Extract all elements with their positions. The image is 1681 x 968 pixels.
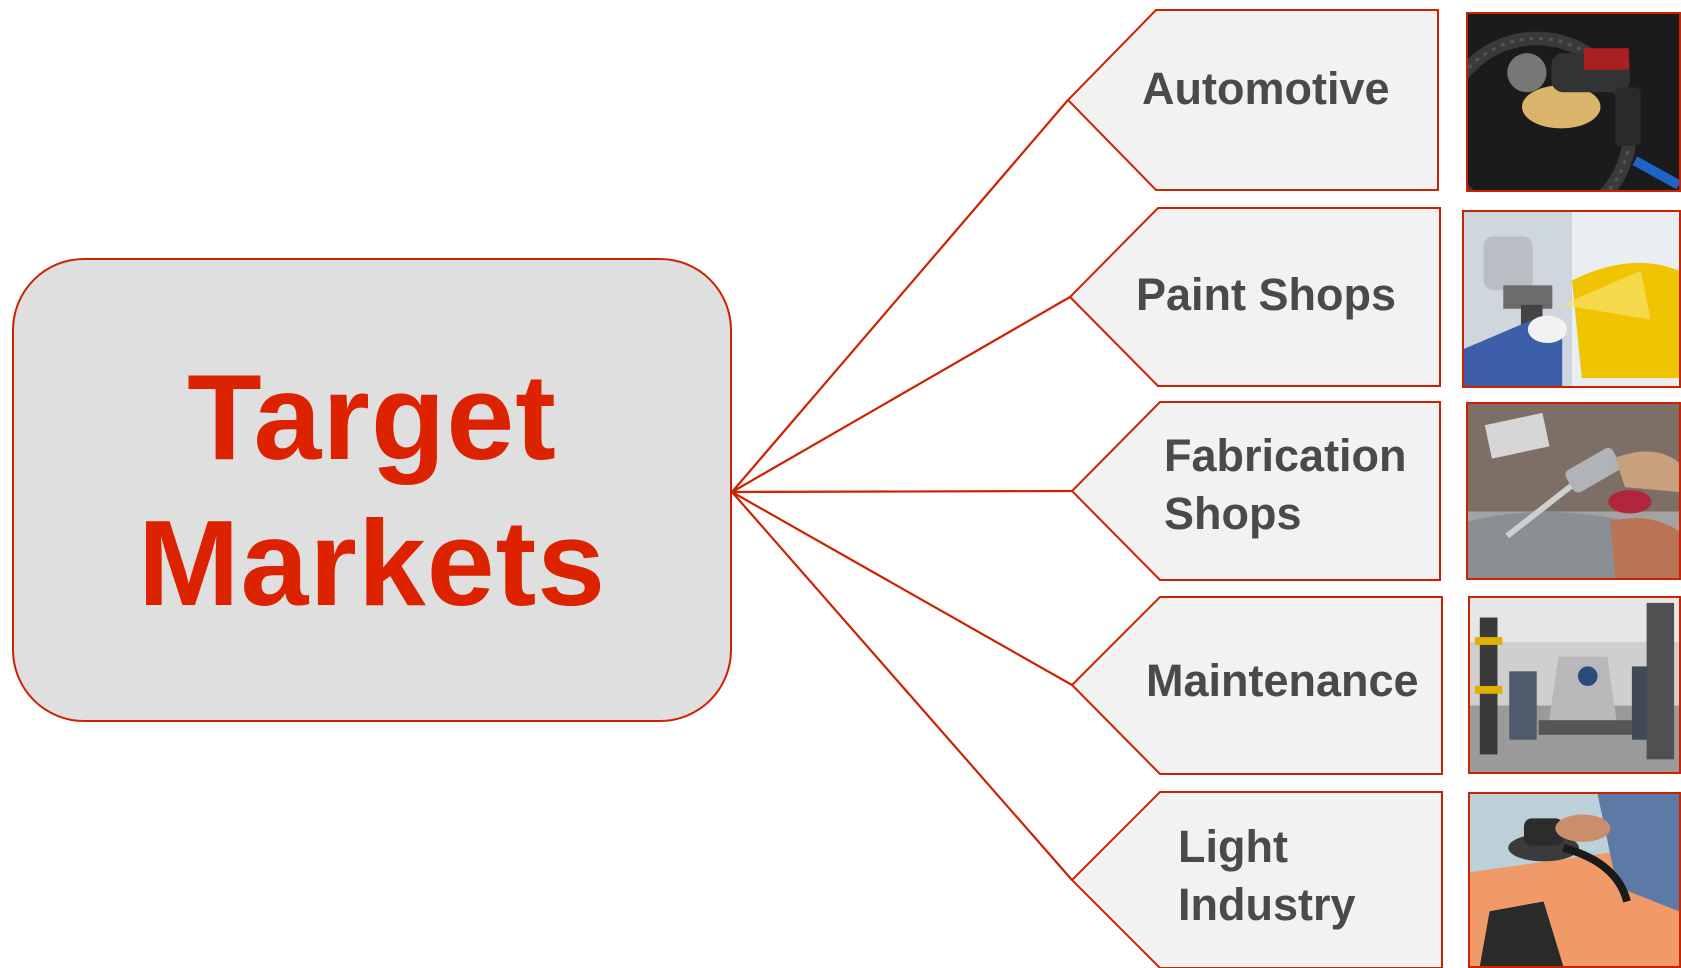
market-label-maintenance: Maintenance bbox=[1146, 652, 1419, 710]
connector-maintenance bbox=[731, 491, 1073, 686]
impact-wrench-photo bbox=[1466, 12, 1681, 192]
air-tool-photo bbox=[1466, 402, 1681, 580]
spray-gun-photo bbox=[1462, 210, 1681, 388]
center-title: Target Markets bbox=[138, 344, 606, 637]
orbital-sander-photo bbox=[1468, 792, 1681, 968]
workshop-photo bbox=[1468, 596, 1681, 774]
connector-light-industry bbox=[731, 491, 1073, 881]
market-label-light-industry: Light Industry bbox=[1178, 818, 1356, 934]
spray-gun-icon bbox=[1464, 212, 1679, 386]
market-label-light-industry-line-2: Industry bbox=[1178, 879, 1356, 930]
air-tool-icon bbox=[1468, 404, 1679, 578]
node-shape-light-industry bbox=[1070, 791, 1443, 968]
impact-wrench-icon bbox=[1468, 14, 1679, 190]
node-shape-automotive bbox=[1066, 9, 1439, 191]
connector-fabrication-shops bbox=[731, 489, 1073, 494]
orbital-sander-icon bbox=[1470, 794, 1679, 966]
center-title-line-2: Markets bbox=[137, 495, 607, 631]
node-shape-paint-shops bbox=[1068, 207, 1441, 387]
connector-paint-shops bbox=[731, 296, 1071, 493]
connector-automotive bbox=[731, 99, 1069, 493]
market-label-paint-shops-line-1: Paint Shops bbox=[1136, 269, 1397, 320]
node-shape-fabrication-shops bbox=[1070, 401, 1441, 581]
center-title-line-1: Target bbox=[187, 348, 557, 485]
market-label-automotive: Automotive bbox=[1142, 60, 1390, 118]
workshop-icon bbox=[1470, 598, 1679, 772]
market-label-fabrication-shops-line-1: Fabrication bbox=[1164, 430, 1407, 481]
market-label-fabrication-shops: Fabrication Shops bbox=[1164, 427, 1407, 543]
market-label-fabrication-shops-line-2: Shops bbox=[1164, 488, 1302, 539]
node-shape-maintenance bbox=[1070, 596, 1443, 775]
market-label-maintenance-line-1: Maintenance bbox=[1146, 655, 1419, 706]
center-node-target-markets: Target Markets bbox=[12, 258, 732, 722]
market-label-light-industry-line-1: Light bbox=[1178, 821, 1288, 872]
market-label-automotive-line-1: Automotive bbox=[1142, 63, 1390, 114]
market-label-paint-shops: Paint Shops bbox=[1136, 266, 1396, 324]
